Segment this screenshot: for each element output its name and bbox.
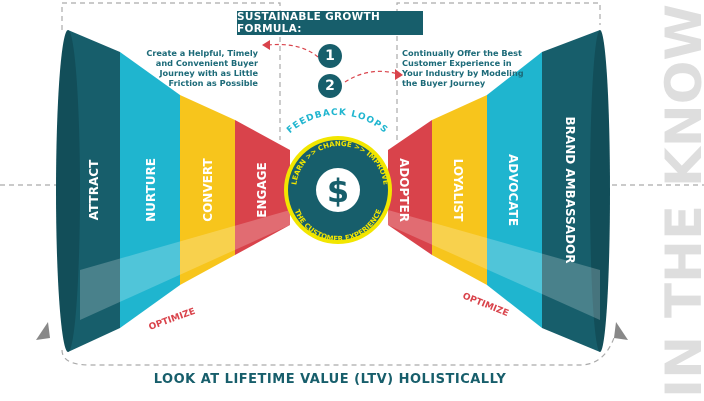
stage-brand-ambassador-rim [590,30,610,352]
stage-nurture-label: NURTURE [144,158,158,222]
step-2-text: Continually Offer the Best Customer Expe… [402,48,524,88]
step-1-badge: 1 [318,44,342,68]
loop-arrow-right-icon [614,322,628,340]
stage-loyalist-label: LOYALIST [451,159,465,223]
ltv-caption: LOOK AT LIFETIME VALUE (LTV) HOLISTICALL… [153,372,507,387]
stage-engage-shape [235,120,290,255]
optimize-left-label: OPTIMIZE [148,307,197,333]
step-2-badge: 2 [318,74,342,98]
stage-adopter-label: ADOPTER [397,158,411,222]
stage-advocate-shape [487,52,542,328]
stage-brand-ambassador-label: BRAND AMBASSADOR [563,117,577,264]
formula-title: SUSTAINABLE GROWTH FORMULA: [237,11,423,35]
stage-convert-label: CONVERT [201,157,215,221]
stage-loyalist-shape [432,95,487,285]
stage-engage-label: ENGAGE [255,162,269,217]
svg-text:FEEDBACK LOOPS: FEEDBACK LOOPS [285,108,389,136]
stage-nurture-shape [120,52,180,328]
stage-advocate-label: ADVOCATE [506,154,520,226]
stage-attract-label: ATTRACT [87,159,101,220]
step-1-text: Create a Helpful, Timely and Convenient … [146,48,258,88]
feedback-loops-label: FEEDBACK LOOPS [285,108,388,136]
loop-arrow-left-icon [36,322,50,340]
stage-attract-shape [68,30,120,352]
stage-attract-rim [56,30,80,352]
stage-convert-shape [180,95,235,285]
dollar-icon: $ [327,172,349,210]
stage-brand-ambassador-shape [542,30,600,352]
dollar-circle [316,168,360,212]
in-the-know-logo: IN THE KNOW [655,4,704,398]
stage-adopter-shape [388,120,432,255]
